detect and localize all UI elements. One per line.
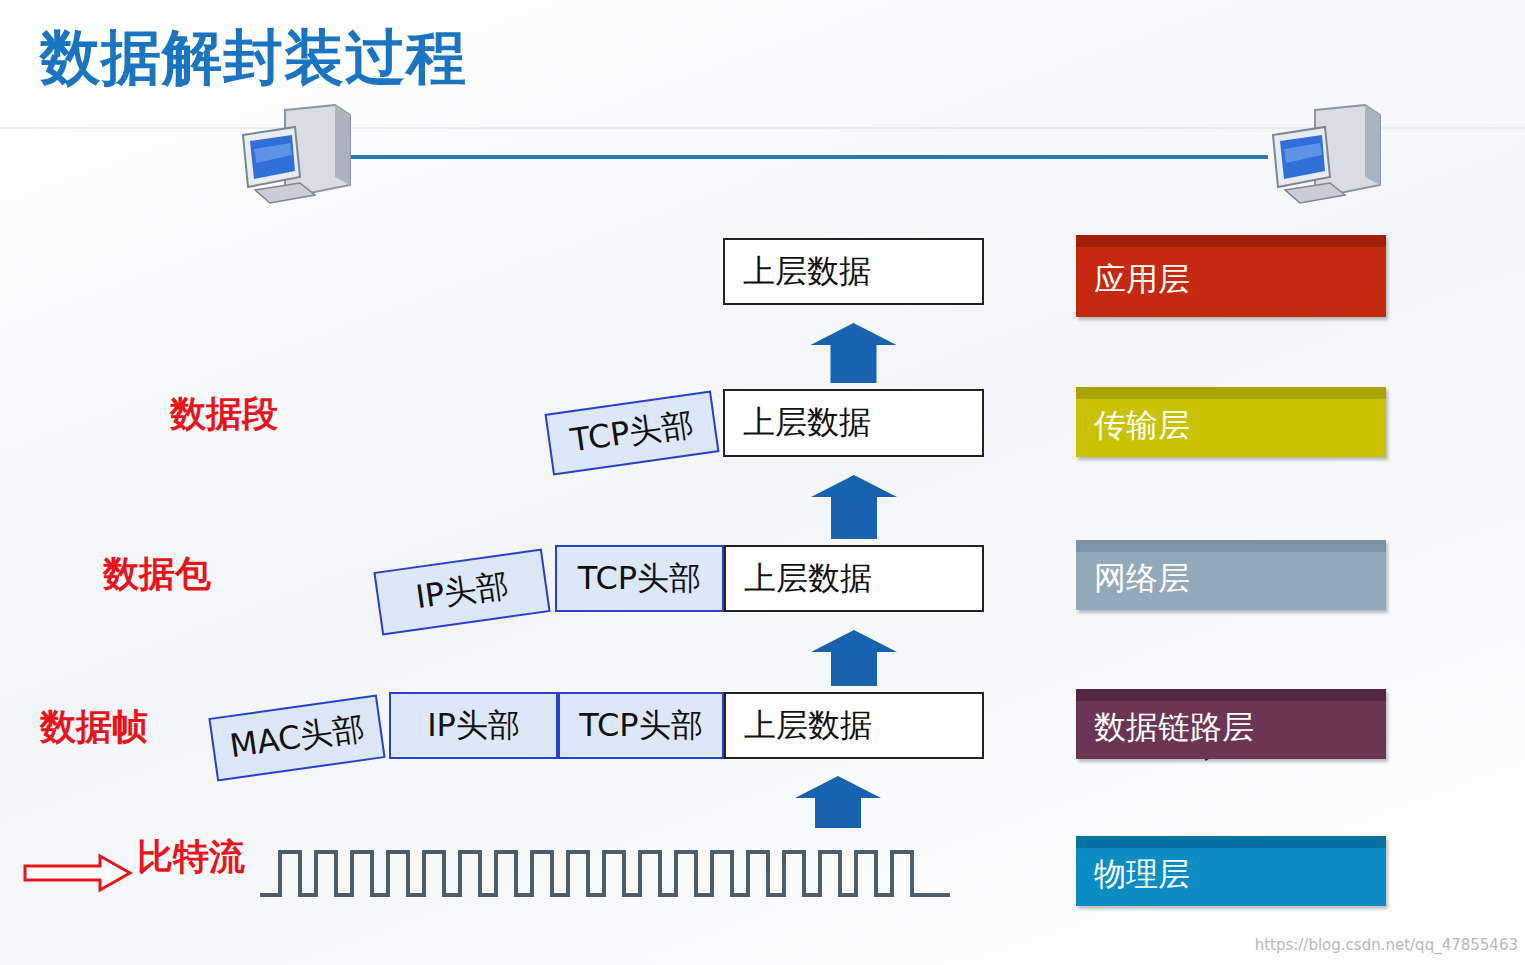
box-text: IP头部 — [413, 564, 511, 620]
box-text: 上层数据 — [743, 250, 871, 294]
box-text: TCP头部 — [579, 704, 702, 748]
block-arrow — [811, 323, 897, 383]
header-box: IP头部 — [373, 548, 550, 635]
unit-label: 数据段 — [170, 390, 278, 439]
computer-icon — [243, 105, 350, 203]
box-text: 物理层 — [1094, 853, 1190, 897]
box-text: IP头部 — [427, 704, 520, 748]
data-box: 上层数据 — [724, 545, 984, 612]
box-text: 上层数据 — [744, 704, 872, 748]
header-box: TCP头部 — [555, 545, 724, 612]
data-box: 上层数据 — [723, 238, 984, 305]
pointer-arrow — [25, 856, 130, 890]
data-box: 上层数据 — [723, 389, 984, 457]
layer-band: 数据链路层 — [1076, 689, 1386, 759]
box-text: 数据链路层 — [1094, 706, 1254, 750]
box-text: 网络层 — [1094, 557, 1190, 601]
box-text: 上层数据 — [744, 557, 872, 601]
unit-label: 数据包 — [103, 550, 211, 599]
layer-band: 网络层 — [1076, 540, 1386, 610]
box-text: TCP头部 — [568, 403, 696, 464]
layer-band: 应用层 — [1076, 235, 1386, 317]
data-box: 上层数据 — [724, 692, 984, 759]
computer-icon — [1273, 105, 1380, 203]
header-box: TCP头部 — [558, 692, 724, 759]
title-rule — [0, 127, 1525, 129]
box-text: 传输层 — [1094, 404, 1190, 448]
header-box: IP头部 — [389, 692, 558, 759]
layer-band: 传输层 — [1076, 387, 1386, 457]
layer-band: 物理层 — [1076, 836, 1386, 906]
unit-label: 比特流 — [137, 833, 245, 882]
box-text: 应用层 — [1094, 258, 1190, 302]
slide-title: 数据解封装过程 — [40, 18, 467, 99]
header-box: MAC头部 — [208, 694, 385, 781]
box-text: 上层数据 — [743, 401, 871, 445]
bit-stream-wave — [260, 852, 950, 895]
block-arrow — [811, 475, 897, 539]
watermark: https://blog.csdn.net/qq_47855463 — [1255, 936, 1518, 954]
network-link — [350, 155, 1268, 159]
box-text: MAC头部 — [227, 707, 367, 769]
unit-label: 数据帧 — [40, 703, 148, 752]
block-arrow — [795, 776, 881, 828]
header-box: TCP头部 — [545, 391, 720, 476]
block-arrow — [811, 630, 897, 686]
box-text: TCP头部 — [578, 557, 701, 601]
